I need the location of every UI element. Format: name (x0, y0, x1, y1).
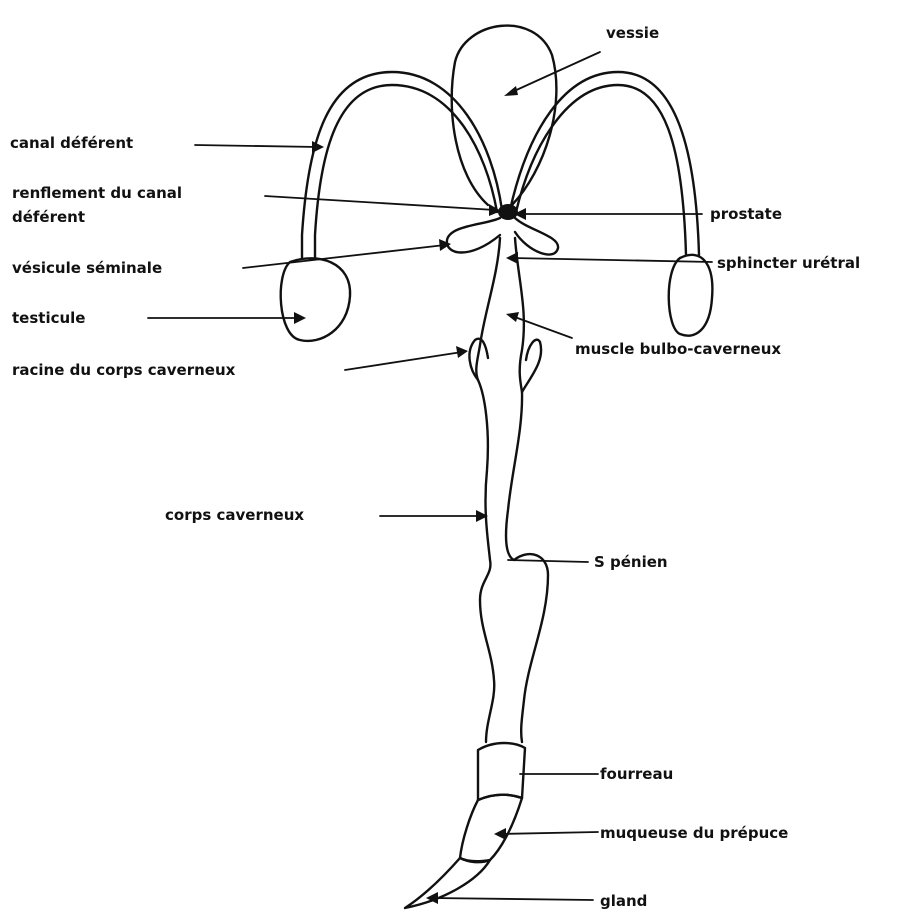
sheath (478, 743, 525, 800)
label-muscle-bulbo-caverneux: muscle bulbo-caverneux (575, 340, 781, 358)
leader-s-penien (508, 560, 588, 562)
crus-right (522, 340, 541, 392)
label-vesicule-seminale: vésicule séminale (12, 259, 162, 277)
label-renflement-line2: déférent (12, 208, 85, 226)
label-canal-deferent: canal déférent (10, 134, 133, 152)
leader-gland (426, 892, 593, 904)
label-corps-caverneux: corps caverneux (165, 506, 304, 524)
glans (405, 858, 490, 908)
seminal-vesicle-left (447, 218, 500, 253)
crus-left (469, 339, 488, 380)
label-prostate: prostate (710, 205, 782, 223)
label-gland: gland (600, 892, 647, 910)
leader-prostate (514, 208, 702, 220)
leader-muscle-bulbo (506, 312, 572, 338)
label-sphincter-uretral: sphincter urétral (717, 254, 860, 272)
seminal-vesicle-right (515, 218, 558, 255)
label-s-penien: S pénien (594, 553, 668, 571)
testicle-right (669, 255, 713, 336)
label-renflement-line1: renflement du canal (12, 184, 182, 202)
label-fourreau: fourreau (600, 765, 673, 783)
label-vessie: vessie (606, 24, 659, 42)
label-muqueuse-prepuce: muqueuse du prépuce (600, 824, 788, 842)
label-testicule: testicule (12, 309, 85, 327)
prepuce (460, 795, 522, 862)
leader-racine (345, 346, 468, 370)
leader-canal-deferent (195, 141, 324, 153)
vas-deferens-left (302, 72, 502, 258)
testicle-left (281, 258, 350, 341)
leader-corps-caverneux (380, 510, 488, 522)
leader-vesicule (243, 239, 451, 268)
label-racine-corps-caverneux: racine du corps caverneux (12, 361, 236, 379)
leader-renflement (265, 196, 501, 216)
